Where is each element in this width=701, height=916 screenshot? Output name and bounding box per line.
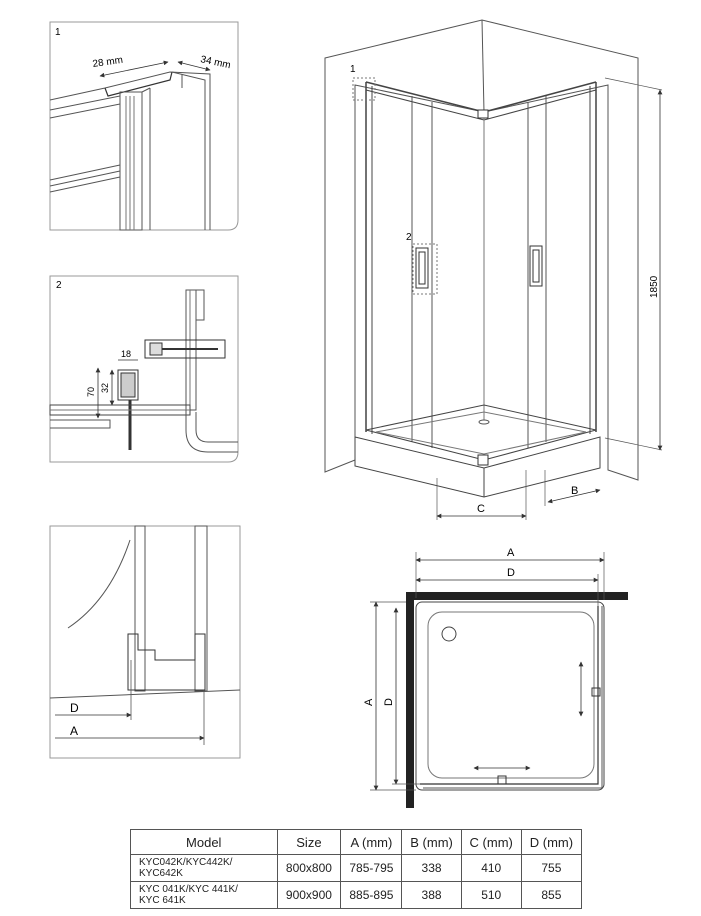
header-b: B (mm) xyxy=(401,829,462,855)
main-dim-c: C xyxy=(477,503,485,515)
b-cell: 388 xyxy=(401,881,462,909)
model-line-1: KYC042K/KYC442K/ xyxy=(139,857,233,868)
detail-2-dim-70: 70 xyxy=(86,387,96,397)
header-c: C (mm) xyxy=(460,829,522,855)
spec-table: Model Size A (mm) B (mm) C (mm) D (mm) K… xyxy=(130,829,583,909)
size-cell: 800x800 xyxy=(276,854,342,882)
detail-2-dim-32: 32 xyxy=(100,383,110,393)
model-line-1: KYC 041K/KYC 441K/ xyxy=(139,884,238,895)
table-row: KYC 041K/KYC 441K/ KYC 641K 900x900 885-… xyxy=(130,881,583,909)
detail-3-panel: D A xyxy=(49,525,241,759)
plan-label-d-left: D xyxy=(383,698,395,706)
d-cell: 755 xyxy=(520,854,583,882)
table-row: KYC042K/KYC442K/ KYC642K 800x800 785-795… xyxy=(130,854,583,882)
header-a: A (mm) xyxy=(340,829,403,855)
header-model: Model xyxy=(130,829,278,855)
model-cell: KYC 041K/KYC 441K/ KYC 641K xyxy=(130,881,278,909)
a-cell: 885-895 xyxy=(340,881,403,909)
plan-label-d-top: D xyxy=(507,567,515,579)
header-size: Size xyxy=(276,829,342,855)
d-cell: 855 xyxy=(520,881,583,909)
detail-1-panel: 1 28 mm 34 mm xyxy=(49,21,239,231)
table-header-row: Model Size A (mm) B (mm) C (mm) D (mm) xyxy=(130,829,583,855)
main-enclosure-drawing: 1 2 1850 C B xyxy=(324,19,663,520)
a-cell: 785-795 xyxy=(340,854,403,882)
main-callout-2: 2 xyxy=(406,232,412,243)
size-cell: 900x900 xyxy=(276,881,342,909)
plan-label-a-left: A xyxy=(363,698,375,706)
plan-label-a-top: A xyxy=(507,547,515,559)
c-cell: 410 xyxy=(460,854,522,882)
detail-2-panel: 2 18 32 70 xyxy=(49,275,239,463)
header-d: D (mm) xyxy=(520,829,583,855)
b-cell: 338 xyxy=(401,854,462,882)
model-line-2: KYC 641K xyxy=(139,895,186,906)
model-line-2: KYC642K xyxy=(139,868,183,879)
main-dim-b: B xyxy=(571,485,578,497)
c-cell: 510 xyxy=(460,881,522,909)
main-height-dim: 1850 xyxy=(649,275,660,298)
detail-1-number: 1 xyxy=(55,27,61,38)
model-cell: KYC042K/KYC442K/ KYC642K xyxy=(130,854,278,882)
detail-1-dim-width: 28 mm xyxy=(92,55,124,70)
detail-2-dim-18: 18 xyxy=(121,349,131,359)
detail-3-label-a: A xyxy=(70,724,78,738)
plan-view-drawing: A D A D xyxy=(363,547,628,808)
main-callout-1: 1 xyxy=(350,64,356,75)
detail-2-number: 2 xyxy=(56,280,62,291)
detail-3-label-d: D xyxy=(70,701,79,715)
